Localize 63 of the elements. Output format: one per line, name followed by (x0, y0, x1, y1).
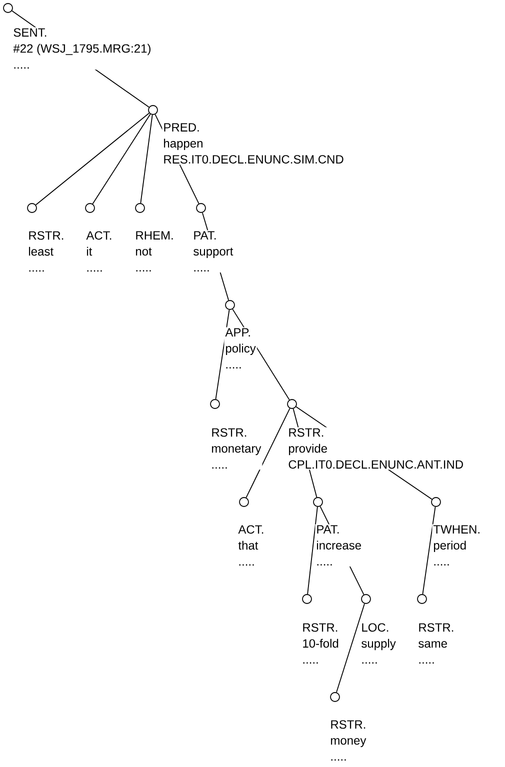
node-circle (210, 399, 220, 409)
node-label: TWHEN. period ..... (432, 524, 482, 566)
node-label: monetary (212, 444, 262, 456)
node-circle (239, 497, 249, 507)
node-circle (302, 594, 312, 604)
node-label: ..... (14, 67, 29, 69)
node-circle (431, 497, 441, 507)
node-circle (417, 594, 427, 604)
node-label: PRED. happen RES.IT0.DECL.ENUNC.SIM.CND (162, 122, 345, 165)
node-circle (361, 594, 371, 604)
tree-edge (246, 408, 290, 498)
node-label: PAT. (194, 231, 216, 240)
tree-edge (307, 506, 318, 595)
tree-edge (35, 112, 150, 206)
node-label: RHEM. not ..... (134, 230, 175, 272)
tree-edge (422, 506, 436, 595)
node-label: RSTR. same ..... (417, 622, 456, 665)
tree-edge (92, 114, 151, 204)
node-circle (330, 692, 340, 702)
node-circle (27, 203, 37, 213)
node-label: PAT. support ..... (192, 230, 234, 272)
node-label: RSTR. (289, 428, 324, 437)
node-label: RES.IT0.DECL.ENUNC.SIM.CND (164, 155, 344, 164)
node-label: SENT. #22 (WSJ_1795.MRG:21) ..... (12, 27, 152, 70)
node-label: RSTR. monetary ..... (210, 427, 262, 470)
node-label: RSTR. provide CPL.IT0.DECL.ENUNC.ANT.IND (287, 427, 465, 470)
node-label: support (194, 248, 234, 258)
node-label: RSTR. least ..... (27, 230, 66, 273)
node-circle (225, 300, 235, 310)
node-label: LOC. supply ..... (360, 622, 397, 665)
node-label: provide (288, 444, 328, 456)
node-circle (196, 203, 206, 213)
node-label: CPL.IT0.DECL.ENUNC.ANT.IND (288, 460, 463, 469)
node-label: RSTR. money ..... (329, 719, 368, 762)
node-label: ..... (226, 367, 241, 368)
node-label: PRED. (164, 123, 199, 132)
node-label: SENT. (14, 28, 46, 37)
node-label: TWHEN. (433, 525, 480, 534)
node-circle (148, 105, 158, 115)
node-label: increase (316, 540, 362, 550)
node-circle (3, 3, 13, 13)
node-label: APP. (225, 328, 250, 336)
node-label: RSTR. (212, 428, 246, 437)
node-circle (313, 497, 323, 507)
node-label: ..... (317, 564, 332, 566)
node-label: ACT. that ..... (237, 524, 266, 567)
node-label: period (434, 540, 466, 552)
node-label: policy (226, 344, 256, 355)
node-label: RSTR. 10-fold ..... (301, 622, 340, 665)
node-label: ACT. it ..... (85, 230, 114, 273)
node-circle (135, 203, 145, 213)
node-label: ..... (212, 467, 227, 469)
node-label: APP. policy ..... (224, 327, 257, 370)
node-label: PAT. increase ..... (315, 524, 363, 566)
node-label: ..... (434, 564, 449, 566)
node-label: happen (164, 138, 202, 150)
node-label: PAT. (317, 525, 339, 534)
node-circle (85, 203, 95, 213)
node-circle (287, 399, 297, 409)
node-label: #22 (WSJ_1795.MRG:21) (13, 44, 150, 56)
tree-edge (140, 114, 153, 204)
node-label: ..... (194, 270, 209, 272)
tree-edge (336, 603, 365, 693)
